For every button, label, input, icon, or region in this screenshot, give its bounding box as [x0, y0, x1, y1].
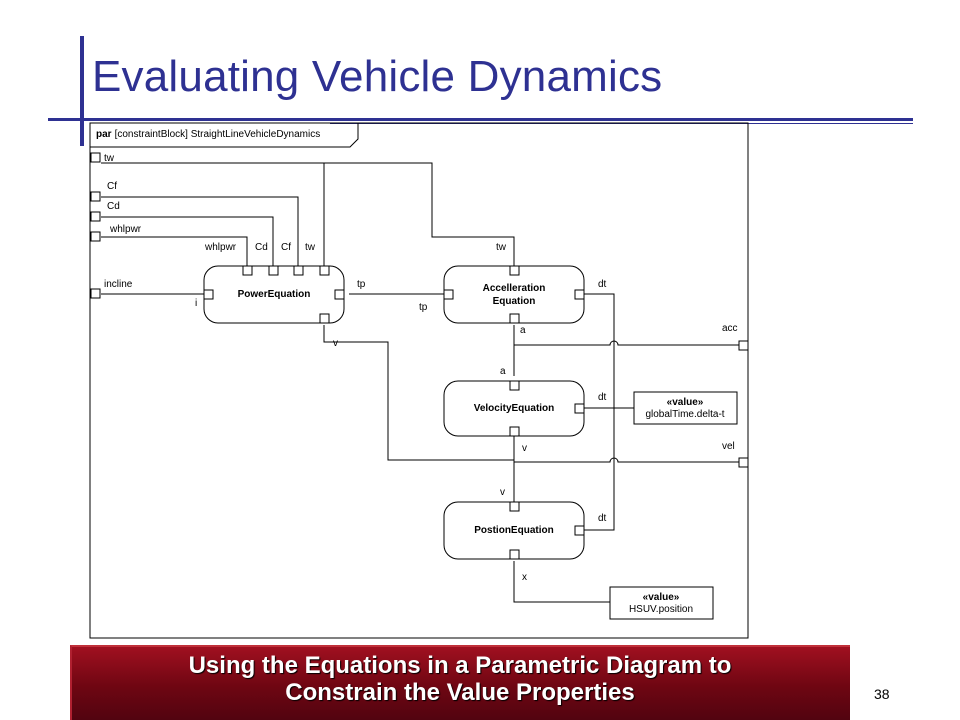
wire-whlpwr [101, 236, 248, 266]
hsuv-position-box [609, 586, 714, 620]
accel-tp-label: tp [419, 302, 428, 313]
port-vel [738, 457, 749, 468]
accel-equation-name-line1: Accelleration [483, 283, 546, 294]
port-accel-tw [509, 265, 520, 276]
power-cf-label: Cf [281, 242, 291, 253]
title-accent-horizontal [48, 118, 913, 121]
port-position-v [509, 501, 520, 512]
velocity-v-label: v [522, 443, 527, 454]
power-tw-label: tw [305, 242, 316, 253]
accel-tw-label: tw [496, 242, 507, 253]
port-power-v [319, 313, 330, 324]
velocity-dt-label: dt [598, 392, 607, 403]
position-v-label: v [500, 487, 505, 498]
caption-line-1: Using the Equations in a Parametric Diag… [188, 652, 732, 679]
port-accel-dt [574, 289, 585, 300]
port-velocity-a [509, 380, 520, 391]
wire-cd [101, 216, 274, 266]
hsuv-position-name: HSUV.position [629, 604, 693, 615]
port-cf [90, 191, 101, 202]
position-dt-label: dt [598, 513, 607, 524]
velocity-equation-name: VelocityEquation [474, 403, 555, 414]
port-incline [90, 288, 101, 299]
port-cd [90, 211, 101, 222]
port-accel-a [509, 313, 520, 324]
position-equation-name: PostionEquation [474, 525, 553, 536]
frame-name: [constraintBlock] StraightLineVehicleDyn… [115, 129, 321, 140]
caption-text: Using the Equations in a Parametric Diag… [70, 652, 850, 706]
accel-a-label: a [520, 325, 526, 336]
port-tw [90, 152, 101, 163]
param-cf-label: Cf [107, 181, 117, 192]
wire-acc [514, 340, 739, 346]
slide-title: Evaluating Vehicle Dynamics [92, 52, 663, 101]
velocity-a-label: a [500, 366, 506, 377]
port-power-tw [319, 265, 330, 276]
port-power-i [203, 289, 214, 300]
port-velocity-v [509, 426, 520, 437]
port-position-dt [574, 525, 585, 536]
wire-vel [514, 457, 739, 463]
port-power-whlpwr [242, 265, 253, 276]
power-v-label: v [333, 338, 338, 349]
wire-dt-bus [584, 293, 615, 531]
power-tp-label: tp [357, 279, 366, 290]
port-acc [738, 340, 749, 351]
wire-cf [101, 196, 299, 266]
frame-keyword: par [96, 129, 112, 140]
param-whlpwr-label: whlpwr [109, 224, 142, 235]
hsuv-position-stereotype: «value» [643, 592, 680, 603]
wire-x [513, 561, 610, 603]
power-equation-name: PowerEquation [238, 289, 311, 300]
global-time-box [633, 391, 738, 425]
param-acc-label: acc [722, 323, 738, 334]
port-velocity-dt [574, 403, 585, 414]
param-cd-label: Cd [107, 201, 120, 212]
port-position-x [509, 549, 520, 560]
title-accent-vertical [80, 36, 84, 146]
power-whlpwr-label: whlpwr [204, 242, 237, 253]
diagram-frame-tab [90, 123, 359, 148]
power-i-label: i [195, 298, 197, 309]
param-vel-label: vel [722, 441, 735, 452]
accel-dt-label: dt [598, 279, 607, 290]
power-cd-label: Cd [255, 242, 268, 253]
param-tw-label: tw [104, 153, 115, 164]
page-number: 38 [874, 686, 890, 702]
diagram-frame [89, 122, 749, 639]
port-accel-tp [443, 289, 454, 300]
port-power-tp [334, 289, 345, 300]
caption-banner [70, 645, 850, 720]
frame-label: par[constraintBlock] StraightLineVehicle… [96, 129, 320, 140]
accel-equation-name-line2: Equation [493, 296, 536, 307]
wire-v-power [323, 325, 514, 461]
position-x-label: x [522, 572, 527, 583]
global-time-stereotype: «value» [667, 397, 704, 408]
port-power-cf [293, 265, 304, 276]
global-time-name: globalTime.delta-t [645, 409, 724, 420]
port-power-cd [268, 265, 279, 276]
port-whlpwr [90, 231, 101, 242]
wire-tw-accel [101, 162, 515, 266]
param-incline-label: incline [104, 279, 133, 290]
caption-line-2: Constrain the Value Properties [285, 679, 635, 706]
